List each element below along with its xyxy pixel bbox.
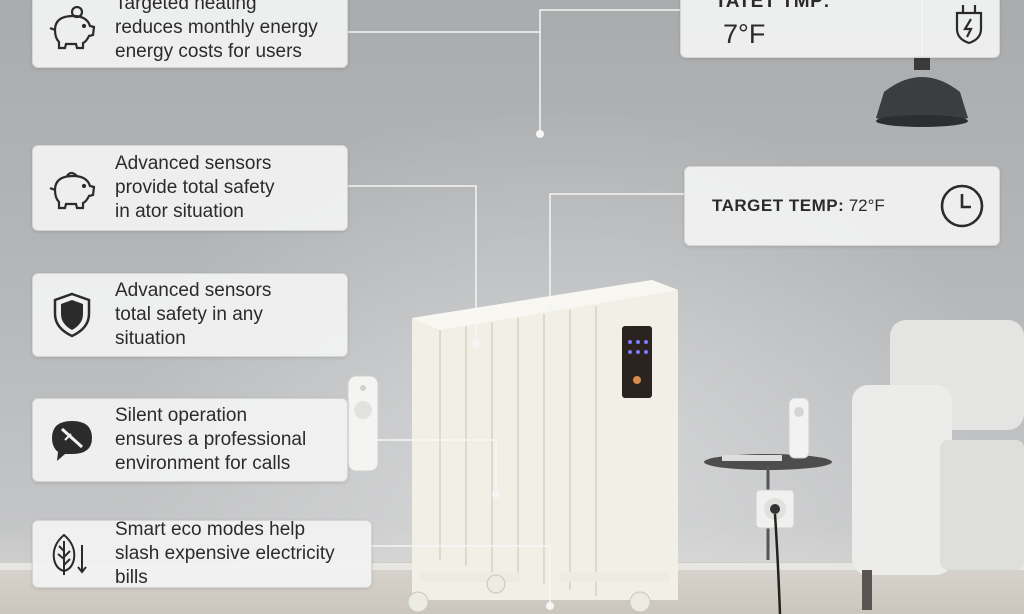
- pendant-lamp: [876, 0, 968, 127]
- feature-text-eco: Smart eco modes help slash expensive ele…: [115, 519, 335, 588]
- current-temp-card: TATET TMP: 7°F: [680, 0, 1000, 58]
- target-temp-label: TARGET TEMP:: [712, 196, 845, 215]
- armchair: [852, 320, 1024, 610]
- feature-card-sensors-1: Advanced sensors provide total safety in…: [32, 145, 348, 231]
- feature-card-eco: Smart eco modes help slash expensive ele…: [32, 519, 372, 588]
- piggy-bank-icon: [45, 161, 99, 215]
- current-temp-value: 7°F: [723, 19, 766, 49]
- feature-text-sensors-2: Advanced sensors total safety in any sit…: [115, 280, 272, 349]
- muted-speech-bubble-icon: [45, 413, 99, 467]
- side-table: [704, 397, 832, 560]
- wall-socket: [755, 489, 795, 614]
- feature-text-heating: Targeted heating reduces monthly energy …: [115, 0, 318, 62]
- leader-dots: [472, 130, 554, 610]
- clock-icon: [939, 183, 985, 234]
- shield-icon: [45, 288, 99, 342]
- feature-card-heating: Targeted heating reduces monthly energy …: [32, 0, 348, 68]
- panel-heater: [407, 280, 678, 613]
- current-temp-label: TATET TMP:: [715, 0, 831, 12]
- leaf-icon: [45, 527, 99, 581]
- leader-lines: [346, 9, 685, 606]
- target-temp-card: TARGET TEMP: 72°F: [684, 166, 1000, 246]
- feature-text-silent: Silent operation ensures a professional …: [115, 405, 307, 474]
- feature-card-sensors-2: Advanced sensors total safety in any sit…: [32, 273, 348, 357]
- target-temp-value: 72°F: [848, 196, 885, 215]
- feature-text-sensors-1: Advanced sensors provide total safety in…: [115, 153, 275, 222]
- feature-card-silent: Silent operation ensures a professional …: [32, 398, 348, 482]
- piggy-bank-icon: [45, 1, 99, 55]
- power-plug-icon: [953, 3, 985, 52]
- wall-remote: [347, 375, 379, 472]
